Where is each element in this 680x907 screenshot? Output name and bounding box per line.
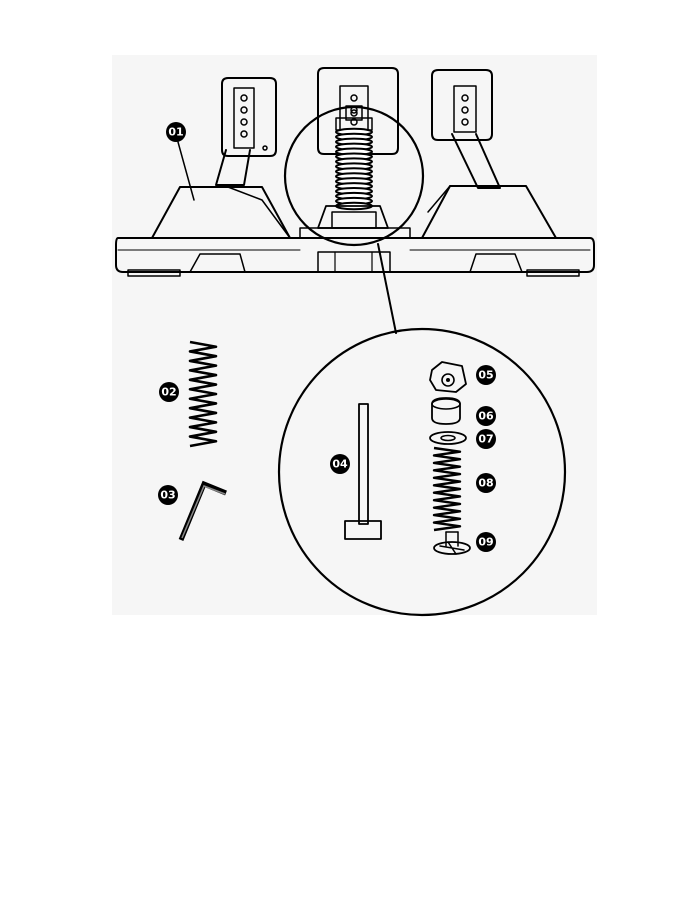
callout-02: 02 — [159, 382, 179, 402]
callout-07: 07 — [476, 429, 496, 449]
callout-06-label: 06 — [478, 410, 494, 423]
callout-01-label: 01 — [168, 126, 183, 139]
callout-08-label: 08 — [478, 477, 493, 490]
callout-04-label: 04 — [332, 458, 348, 471]
center-pedal-spring — [336, 129, 372, 209]
callout-05-label: 05 — [478, 369, 493, 382]
callout-05: 05 — [476, 365, 496, 385]
callout-03: 03 — [158, 485, 178, 505]
callout-06: 06 — [476, 406, 496, 426]
callout-07-label: 07 — [478, 433, 493, 446]
callout-09: 09 — [476, 532, 496, 552]
callout-08: 08 — [476, 473, 496, 493]
callout-02-label: 02 — [161, 386, 176, 399]
callout-03-label: 03 — [160, 489, 175, 502]
callout-04: 04 — [330, 454, 350, 474]
callout-09-label: 09 — [478, 536, 493, 549]
callout-01: 01 — [166, 122, 186, 142]
